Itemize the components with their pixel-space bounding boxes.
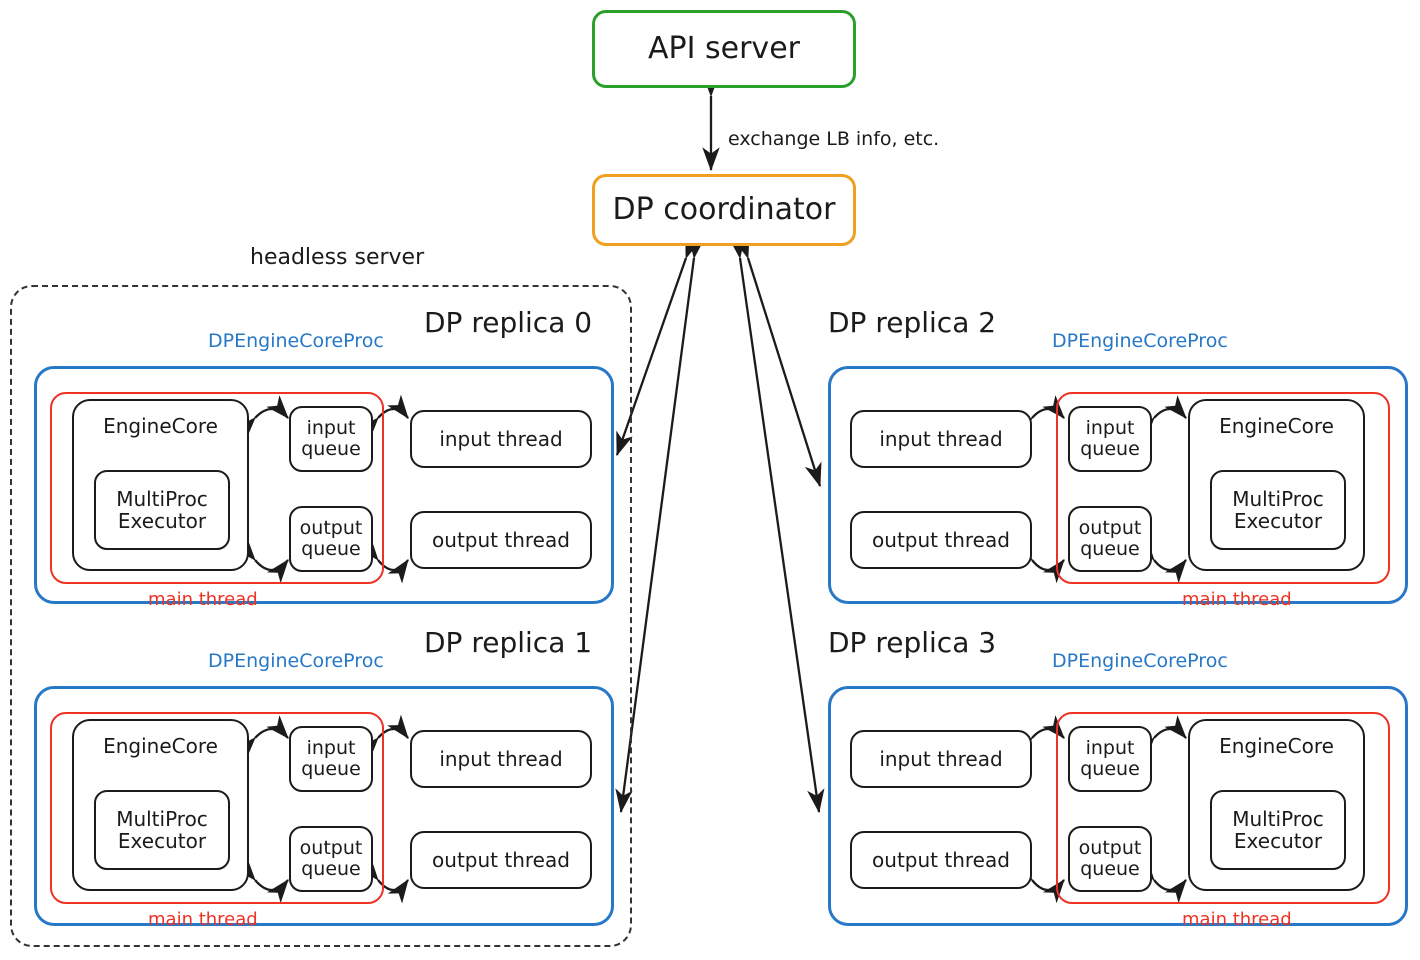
replica-2-proc-label: DPEngineCoreProc (1052, 330, 1228, 352)
edges-replica-1 (233, 714, 409, 904)
replica-1-input-thread[interactable]: input thread (410, 730, 592, 788)
replica-0-engine-core-label: EngineCore (103, 414, 218, 438)
replica-2-title: DP replica 2 (828, 306, 997, 339)
replica-1-input-thread-label: input thread (439, 746, 563, 771)
replica-0-input-thread[interactable]: input thread (410, 410, 592, 468)
replica-3-output-queue-label: output queue (1078, 836, 1142, 880)
replica-0-title: DP replica 0 (424, 306, 593, 339)
replica-0-output-queue[interactable]: output queue (289, 506, 373, 572)
replica-1-output-thread-label: output thread (432, 847, 570, 872)
replica-3-output-thread[interactable]: output thread (850, 831, 1032, 889)
edges-replica-3 (1010, 715, 1187, 904)
edges-replica-0 (233, 394, 409, 584)
replica-0-main-thread-label: main thread (148, 589, 258, 610)
replica-3-main-thread-label: main thread (1182, 909, 1292, 930)
replica-2-input-queue-label: input queue (1080, 416, 1140, 460)
replica-2-input-thread-label: input thread (879, 426, 1003, 451)
replica-3-input-thread[interactable]: input thread (850, 730, 1032, 788)
replica-3-proc-label: DPEngineCoreProc (1052, 650, 1228, 672)
replica-0-output-thread[interactable]: output thread (410, 511, 592, 569)
replica-2-output-queue[interactable]: output queue (1068, 506, 1152, 572)
replica-2-output-thread[interactable]: output thread (850, 511, 1032, 569)
replica-1-multiproc-executor-label: MultiProc Executor (116, 806, 208, 853)
replica-2-process-frame (828, 366, 1408, 604)
edges-replica-2 (1010, 395, 1187, 584)
replica-0-input-thread-label: input thread (439, 426, 563, 451)
replica-1-main-thread-frame (50, 712, 384, 904)
dp-coordinator-label: DP coordinator (612, 192, 836, 228)
replica-1-output-thread[interactable]: output thread (410, 831, 592, 889)
replica-1-output-queue[interactable]: output queue (289, 826, 373, 892)
replica-2-input-queue[interactable]: input queue (1068, 406, 1152, 472)
edge-coordinator-replica-1 (615, 234, 706, 814)
replica-1-input-queue[interactable]: input queue (289, 726, 373, 792)
replica-0-input-queue-label: input queue (301, 416, 361, 460)
replica-1-process-frame (34, 686, 614, 926)
replica-0-proc-label: DPEngineCoreProc (208, 330, 384, 352)
headless-server-frame (10, 285, 632, 947)
replica-3-process-frame (828, 686, 1408, 926)
replica-3-main-thread-frame (1056, 712, 1390, 904)
replica-3-output-thread-label: output thread (872, 847, 1010, 872)
replica-3-output-queue[interactable]: output queue (1068, 826, 1152, 892)
replica-2-output-thread-label: output thread (872, 527, 1010, 552)
replica-2-main-thread-frame (1056, 392, 1390, 584)
replica-2-multiproc-executor-label: MultiProc Executor (1232, 486, 1324, 533)
api-server-node[interactable]: API server (592, 10, 856, 88)
replica-0-process-frame (34, 366, 614, 604)
replica-3-multiproc-executor-label: MultiProc Executor (1232, 806, 1324, 853)
replica-1-input-queue-label: input queue (301, 736, 361, 780)
replica-2-main-thread-label: main thread (1182, 589, 1292, 610)
replica-1-output-queue-label: output queue (299, 836, 363, 880)
dp-coordinator-node[interactable]: DP coordinator (592, 174, 856, 246)
replica-3-input-thread-label: input thread (879, 746, 1003, 771)
replica-3-input-queue[interactable]: input queue (1068, 726, 1152, 792)
replica-2-multiproc-executor[interactable]: MultiProc Executor (1210, 470, 1346, 550)
replica-0-input-queue[interactable]: input queue (289, 406, 373, 472)
replica-1-engine-core-label: EngineCore (103, 734, 218, 758)
replica-1-multiproc-executor[interactable]: MultiProc Executor (94, 790, 230, 870)
replica-3-input-queue-label: input queue (1080, 736, 1140, 780)
replica-3-multiproc-executor[interactable]: MultiProc Executor (1210, 790, 1346, 870)
replica-3-engine-core-label: EngineCore (1219, 734, 1334, 758)
exchange-info-label: exchange LB info, etc. (728, 128, 940, 150)
replica-0-output-thread-label: output thread (432, 527, 570, 552)
replica-1-title: DP replica 1 (424, 626, 593, 659)
api-server-label: API server (648, 31, 800, 67)
replica-2-output-queue-label: output queue (1078, 516, 1142, 560)
replica-0-output-queue-label: output queue (299, 516, 363, 560)
replica-2-input-thread[interactable]: input thread (850, 410, 1032, 468)
replica-0-multiproc-executor[interactable]: MultiProc Executor (94, 470, 230, 550)
replica-1-main-thread-label: main thread (148, 909, 258, 930)
replica-3-title: DP replica 3 (828, 626, 997, 659)
edge-coordinator-replica-2 (732, 233, 822, 488)
replica-2-engine-core-label: EngineCore (1219, 414, 1334, 438)
replica-0-multiproc-executor-label: MultiProc Executor (116, 486, 208, 533)
edge-coordinator-replica-3 (728, 234, 825, 814)
headless-server-label: headless server (250, 245, 425, 270)
replica-0-main-thread-frame (50, 392, 384, 584)
replica-1-proc-label: DPEngineCoreProc (208, 650, 384, 672)
